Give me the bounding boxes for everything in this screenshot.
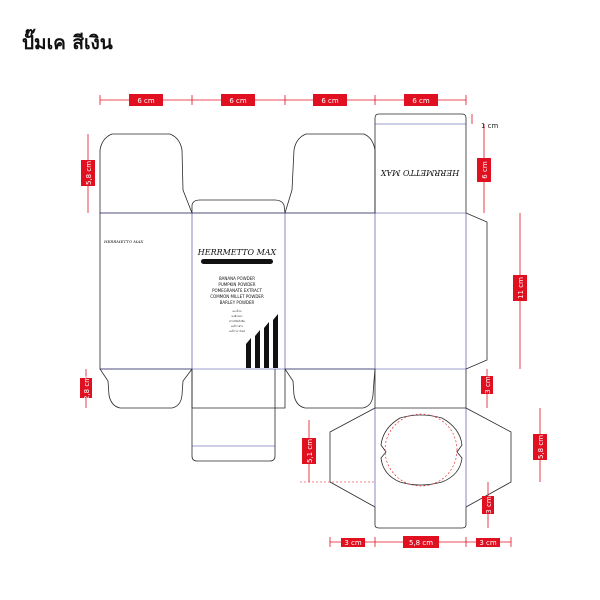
small-line-3: สารสกัดทับทิม <box>229 319 245 323</box>
small-line-2: ผงฟักทอง <box>232 314 243 318</box>
bottom-tag-1 <box>341 538 365 547</box>
side-panel-label: HERRMETTO MAX <box>103 239 143 244</box>
top-tag-4 <box>404 94 438 106</box>
right-flap-height: 6 cm <box>481 161 489 179</box>
ingredient-2: PUMPKIN POWDER <box>218 282 255 287</box>
body-height: 11 cm <box>517 277 525 299</box>
right-flap-tag <box>477 158 491 182</box>
top-tag-2 <box>221 94 255 106</box>
left-top-flap <box>99 133 193 214</box>
front-panel-art: HERRMETTO MAX BANANA POWDER PUMPKIN POWD… <box>197 248 278 368</box>
dimension-annotations: 6 cm 6 cm 6 cm 6 cm 1 cm 5,8 cm 6 cm 11 … <box>80 94 547 548</box>
top-width-1: 6 cm <box>137 97 155 105</box>
bottom-width-2: 5,8 cm <box>409 539 433 547</box>
bottom-flap-3 <box>284 368 376 409</box>
body-tag <box>513 275 527 301</box>
bottom-panel-2 <box>191 369 276 462</box>
bottom-tag-3 <box>476 538 500 547</box>
right-top-flap <box>284 133 376 214</box>
ingredient-3: POMEGRANATE EXTRACT <box>212 288 262 293</box>
cutout-guide <box>384 413 458 487</box>
right-tuck-height: 3 cm <box>484 376 492 394</box>
bottom-right-tag <box>533 434 547 460</box>
front-brand-bar <box>201 259 273 264</box>
stripe-2 <box>255 330 260 368</box>
bottom-tab-height: 3 cm <box>485 496 493 514</box>
left-bottom-flap <box>99 368 193 409</box>
left-tuck-tag <box>80 378 92 398</box>
window-cutout <box>380 414 463 486</box>
small-line-4: ผงข้าวฟ่าง <box>231 324 244 328</box>
ingredient-5: BARLEY POWDER <box>220 300 255 305</box>
small-line-5: ผงข้าวบาร์เลย์ <box>229 329 245 333</box>
left-flap-height: 5,8 cm <box>85 161 93 185</box>
bottom-width-3: 3 cm <box>479 539 497 547</box>
right-tuck-tag <box>481 376 493 394</box>
dust-flap-left <box>191 199 286 214</box>
bottom-tab-tag <box>482 496 494 514</box>
margin-label: 1 cm <box>481 122 499 130</box>
front-brand: HERRMETTO MAX <box>197 248 277 257</box>
top-width-3: 6 cm <box>321 97 339 105</box>
top-tag-1 <box>129 94 163 106</box>
bottom-width-1: 3 cm <box>344 539 362 547</box>
small-line-1: ผงกล้วย <box>233 309 242 313</box>
bottom-right-height: 5,8 cm <box>537 435 545 459</box>
page-title: ปั๊มเค สีเงิน <box>22 32 113 54</box>
left-tuck-height: 2,8 cm <box>83 376 91 400</box>
top-width-2: 6 cm <box>229 97 247 105</box>
top-flap-label: HERRMETTO MAX <box>380 168 460 177</box>
dieline-fold-lines <box>100 123 467 507</box>
ingredient-4: COMMON MILLET POWDER <box>210 294 264 299</box>
bottom-left-height: 5,1 cm <box>306 439 314 463</box>
top-width-4: 6 cm <box>412 97 430 105</box>
top-tag-3 <box>313 94 347 106</box>
bottom-closure-panel <box>329 407 512 529</box>
left-flap-tag <box>81 160 95 186</box>
bottom-tag-2 <box>403 536 439 548</box>
stripe-4 <box>273 314 278 368</box>
stripe-3 <box>264 322 269 368</box>
bottom-left-tag <box>302 438 316 464</box>
stripe-1 <box>246 338 251 368</box>
ingredient-1: BANANA POWDER <box>219 276 255 281</box>
